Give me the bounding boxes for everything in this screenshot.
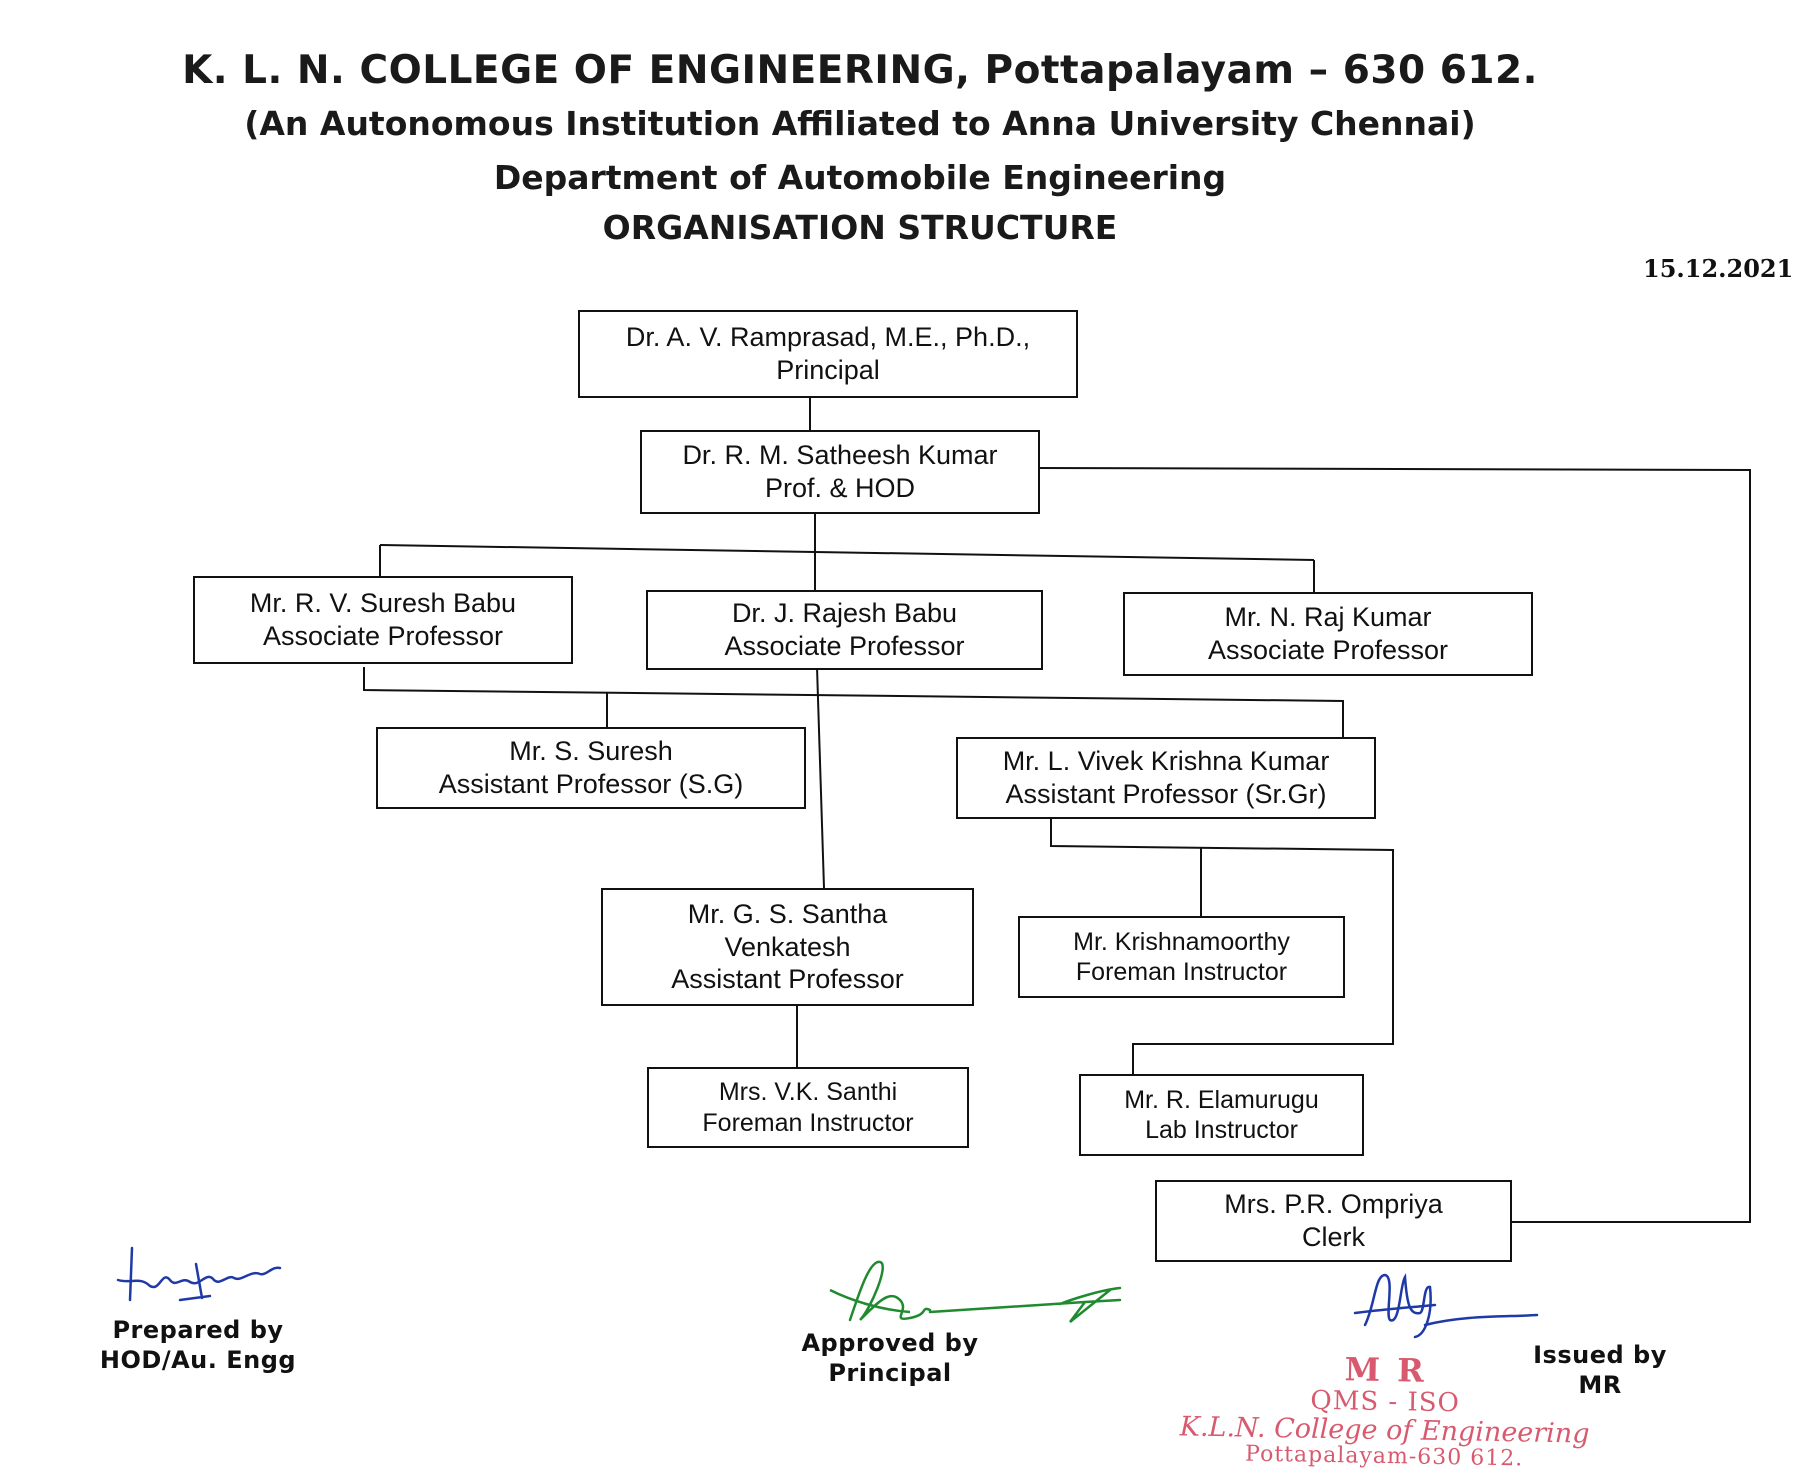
approved-by-line2: Principal xyxy=(828,1359,952,1387)
principal-name: Dr. A. V. Ramprasad, M.E., Ph.D., xyxy=(625,322,1031,353)
assoc1-role: Associate Professor xyxy=(262,621,504,651)
approved-by-signature xyxy=(829,1260,1122,1323)
clerk-role: Clerk xyxy=(1301,1222,1365,1252)
assoc3-role: Associate Professor xyxy=(1207,635,1449,665)
issued-by-label: Issued by MR xyxy=(1515,1340,1685,1400)
principal-role: Principal xyxy=(776,355,880,385)
box-principal: Dr. A. V. Ramprasad, M.E., Ph.D., Princi… xyxy=(578,310,1078,398)
college-name: K. L. N. COLLEGE OF ENGINEERING, Pottapa… xyxy=(182,48,1538,93)
box-asst-suresh: Mr. S. Suresh Assistant Professor (S.G) xyxy=(376,727,806,809)
box-asst-santha-venkatesh: Mr. G. S. Santha Venkatesh Assistant Pro… xyxy=(601,888,974,1006)
box-assoc-rajesh-babu: Dr. J. Rajesh Babu Associate Professor xyxy=(646,590,1043,670)
asst3-name-line2: Venkatesh xyxy=(724,931,851,962)
hod-role: Prof. & HOD xyxy=(764,473,916,503)
hod-name: Dr. R. M. Satheesh Kumar xyxy=(682,440,998,471)
lab-role: Lab Instructor xyxy=(1145,1116,1298,1144)
prepared-by-label: Prepared by HOD/Au. Engg xyxy=(78,1315,318,1375)
foreman2-name: Mrs. V.K. Santhi xyxy=(718,1078,898,1106)
issued-by-signature xyxy=(1353,1273,1539,1339)
lab-name: Mr. R. Elamurugu xyxy=(1124,1085,1319,1114)
box-hod: Dr. R. M. Satheesh Kumar Prof. & HOD xyxy=(640,430,1040,514)
department-name: Department of Automobile Engineering xyxy=(493,158,1227,197)
box-assoc-suresh-babu: Mr. R. V. Suresh Babu Associate Professo… xyxy=(193,576,573,664)
asst3-name-line1: Mr. G. S. Santha xyxy=(687,898,888,929)
issued-by-line2: MR xyxy=(1578,1371,1622,1399)
approved-by-label: Approved by Principal xyxy=(790,1328,990,1388)
assoc2-name: Dr. J. Rajesh Babu xyxy=(731,598,958,629)
issued-by-line1: Issued by xyxy=(1533,1341,1667,1369)
asst2-name: Mr. L. Vivek Krishna Kumar xyxy=(1002,746,1330,777)
stamp-line3: K.L.N. College of Engineering xyxy=(1179,1411,1590,1450)
foreman2-role: Foreman Instructor xyxy=(702,1108,914,1137)
box-foreman-krishnamoorthy: Mr. Krishnamoorthy Foreman Instructor xyxy=(1018,916,1345,998)
box-assoc-raj-kumar: Mr. N. Raj Kumar Associate Professor xyxy=(1123,592,1533,676)
foreman1-role: Foreman Instructor xyxy=(1075,958,1288,986)
assoc2-role: Associate Professor xyxy=(724,631,965,661)
prepared-by-line2: HOD/Au. Engg xyxy=(99,1346,297,1374)
box-foreman-santhi: Mrs. V.K. Santhi Foreman Instructor xyxy=(647,1067,969,1148)
asst1-name: Mr. S. Suresh xyxy=(509,736,673,767)
clerk-name: Mrs. P.R. Ompriya xyxy=(1224,1189,1443,1220)
chart-title: ORGANISATION STRUCTURE xyxy=(602,208,1118,247)
approved-by-line1: Approved by xyxy=(801,1329,979,1357)
box-clerk-ompriya: Mrs. P.R. Ompriya Clerk xyxy=(1155,1180,1512,1262)
affiliation-line: (An Autonomous Institution Affiliated to… xyxy=(244,104,1476,143)
prepared-by-line1: Prepared by xyxy=(112,1316,284,1344)
assoc3-name: Mr. N. Raj Kumar xyxy=(1224,602,1432,633)
box-asst-vivek-krishna-kumar: Mr. L. Vivek Krishna Kumar Assistant Pro… xyxy=(956,737,1376,819)
asst3-role: Assistant Professor xyxy=(671,964,904,995)
box-lab-instructor-elamurugu: Mr. R. Elamurugu Lab Instructor xyxy=(1079,1074,1364,1156)
foreman1-name: Mr. Krishnamoorthy xyxy=(1073,927,1290,956)
asst2-role: Assistant Professor (Sr.Gr) xyxy=(1005,779,1327,809)
mr-stamp: M R QMS - ISO K.L.N. College of Engineer… xyxy=(1174,1349,1596,1472)
assoc1-name: Mr. R. V. Suresh Babu xyxy=(249,588,517,619)
asst1-role: Assistant Professor (S.G) xyxy=(438,769,744,799)
prepared-by-signature xyxy=(116,1246,282,1302)
document-date: 15.12.2021 xyxy=(1643,254,1794,283)
